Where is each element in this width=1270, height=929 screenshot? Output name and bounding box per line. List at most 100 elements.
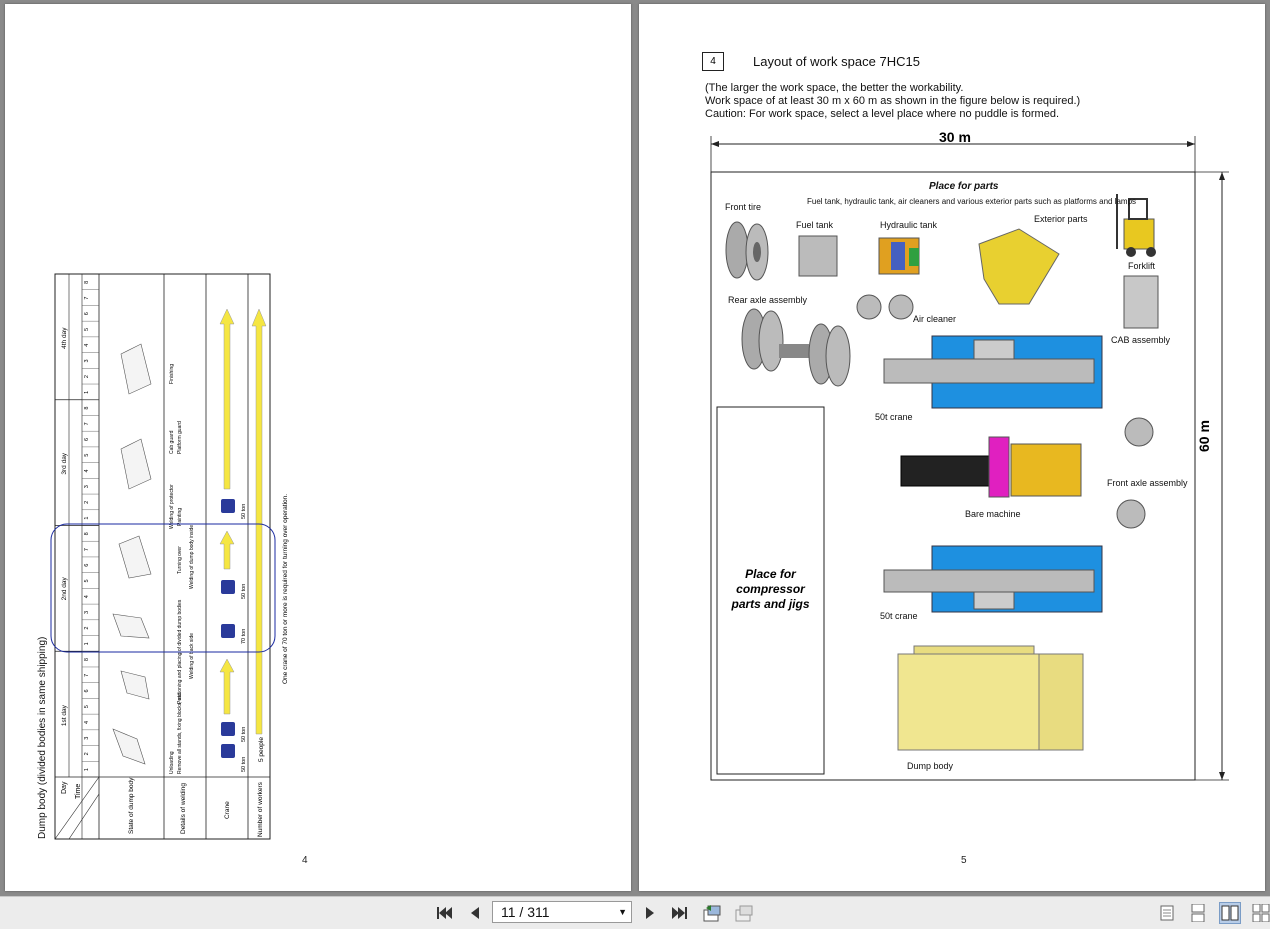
compressor-area <box>716 406 825 775</box>
dump-body-illustration <box>897 645 1084 751</box>
two-page-view-icon[interactable] <box>1219 902 1241 924</box>
fuel-tank-illustration <box>798 235 838 277</box>
crane-icon <box>221 580 235 594</box>
hour-label: 6 <box>84 438 90 441</box>
hour-label: 8 <box>84 407 90 410</box>
hour-label: 2 <box>84 627 90 630</box>
dump-body-sketch <box>120 670 150 700</box>
hour-label: 4 <box>84 595 90 598</box>
hour-label: 1 <box>84 642 90 645</box>
hour-label: 1 <box>84 391 90 394</box>
first-page-icon[interactable] <box>434 903 454 923</box>
hour-label: 2 <box>84 752 90 755</box>
hour-label: 3 <box>84 485 90 488</box>
label-fuel-tank: Fuel tank <box>796 220 834 230</box>
hour-label: 4 <box>84 344 90 347</box>
height-dimension: 60 m <box>1196 420 1212 452</box>
crane-label: 50 ton <box>241 757 247 772</box>
prev-page-icon[interactable] <box>464 903 484 923</box>
bare-machine-illustration <box>900 436 1082 498</box>
schedule-title: Dump body (divided bodies in same shippi… <box>37 637 48 839</box>
place-for-parts-label: Place for parts <box>929 181 999 192</box>
crane-label: 50 ton <box>241 504 247 519</box>
label-exterior-parts: Exterior parts <box>1034 214 1088 224</box>
crane-arrow <box>219 658 235 715</box>
hour-label: 4 <box>84 469 90 472</box>
back-view-icon[interactable] <box>702 903 722 923</box>
detail-text: Painting <box>177 508 183 526</box>
label-forklift: Forklift <box>1128 261 1155 271</box>
page-number-input[interactable]: 11 / 311 ▼ <box>492 901 632 923</box>
forward-view-icon[interactable] <box>734 903 754 923</box>
width-dimension: 30 m <box>939 129 971 145</box>
highlight-2nd-day <box>50 523 276 653</box>
hour-label: 8 <box>84 658 90 661</box>
hour-label: 4 <box>84 721 90 724</box>
label-dump-body: Dump body <box>907 761 954 771</box>
label-front-tire: Front tire <box>725 202 762 212</box>
pdf-page-right: 4 Layout of work space 7HC15 (The larger… <box>639 4 1265 891</box>
hour-label: 2 <box>84 375 90 378</box>
hour-label: 6 <box>84 564 90 567</box>
crane-icon <box>221 624 235 638</box>
label-air-cleaner: Air cleaner <box>913 314 957 324</box>
crane-label: 50 ton <box>241 727 247 742</box>
row-label-time: Time <box>75 784 82 799</box>
row-label-day: Day <box>61 781 68 794</box>
label-cab-assembly: CAB assembly <box>1111 335 1171 345</box>
day-label: 2nd day <box>61 576 68 600</box>
hour-label: 7 <box>84 674 90 677</box>
detail-text: Welding of protector <box>169 484 175 529</box>
label-crane-top: 50t crane <box>875 412 913 422</box>
work-schedule-chart: Dump body (divided bodies in same shippi… <box>37 273 289 840</box>
hour-label: 1 <box>84 517 90 520</box>
next-page-icon[interactable] <box>640 903 660 923</box>
rear-axle-illustration <box>741 308 851 387</box>
day-label: 4th day <box>61 327 68 349</box>
day-label: 3rd day <box>61 452 68 474</box>
cab-assembly-illustration <box>1123 275 1159 329</box>
detail-text: Turning over <box>177 546 183 574</box>
page-number: 4 <box>302 855 308 866</box>
page-indicator-text: 11 / 311 <box>501 904 550 920</box>
dump-body-sketch <box>112 728 146 765</box>
work-space-area <box>710 171 1196 781</box>
intro-line: Caution: For work space, select a level … <box>705 108 1060 120</box>
chevron-down-icon[interactable]: ▼ <box>618 907 627 917</box>
hour-label: 5 <box>84 705 90 708</box>
compressor-area-label: Place for compressor parts and jigs <box>731 567 810 611</box>
crane-icon <box>221 722 235 736</box>
air-cleaner-illustration <box>856 294 914 320</box>
hour-label: 3 <box>84 359 90 362</box>
crane-arrow <box>219 530 235 570</box>
hour-label: 6 <box>84 689 90 692</box>
page-number: 5 <box>961 855 967 866</box>
dump-body-sketch <box>112 613 150 639</box>
label-crane-bottom: 50t crane <box>880 611 918 621</box>
hour-label: 8 <box>84 532 90 535</box>
row-label-workers: Number of workers <box>257 781 264 837</box>
last-page-icon[interactable] <box>670 903 690 923</box>
two-page-continuous-view-icon[interactable] <box>1250 902 1270 924</box>
row-label-state: State of dump body <box>128 777 135 834</box>
continuous-view-icon[interactable] <box>1187 902 1209 924</box>
exterior-parts-illustration <box>978 228 1060 305</box>
front-tire-illustration <box>725 221 769 281</box>
viewer-toolbar: 11 / 311 ▼ <box>0 896 1270 929</box>
crane-label: 70 ton <box>241 629 247 644</box>
crane-icon <box>221 744 235 758</box>
hour-label: 5 <box>84 454 90 457</box>
crane-icon <box>221 499 235 513</box>
turning-note: One crane of 70 ton or more is required … <box>282 494 289 684</box>
hour-label: 3 <box>84 737 90 740</box>
hour-label: 7 <box>84 422 90 425</box>
forklift-illustration <box>1116 194 1156 257</box>
section-number: 4 <box>702 52 724 71</box>
hour-label: 2 <box>84 501 90 504</box>
detail-text: Remove all stands, fixing blocks, etc. <box>177 692 183 774</box>
label-bare-machine: Bare machine <box>965 509 1021 519</box>
single-page-view-icon[interactable] <box>1156 902 1178 924</box>
hydraulic-tank-illustration <box>878 237 920 275</box>
